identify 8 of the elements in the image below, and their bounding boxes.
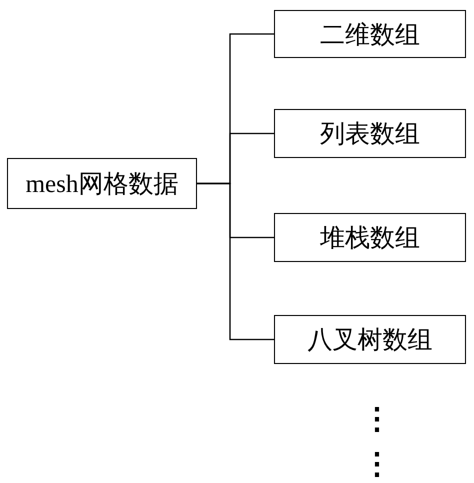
text-box: 列表数组 [274,109,466,158]
connector-line [197,182,274,340]
text-box: 八叉树数组 [274,315,466,364]
text-box: 二维数组 [274,10,466,58]
ellipsis-mark: ⋮ [362,450,392,480]
text-box: 堆栈数组 [274,213,466,262]
ellipsis-mark: ⋮ [362,405,392,435]
text-box: mesh网格数据 [7,158,197,209]
